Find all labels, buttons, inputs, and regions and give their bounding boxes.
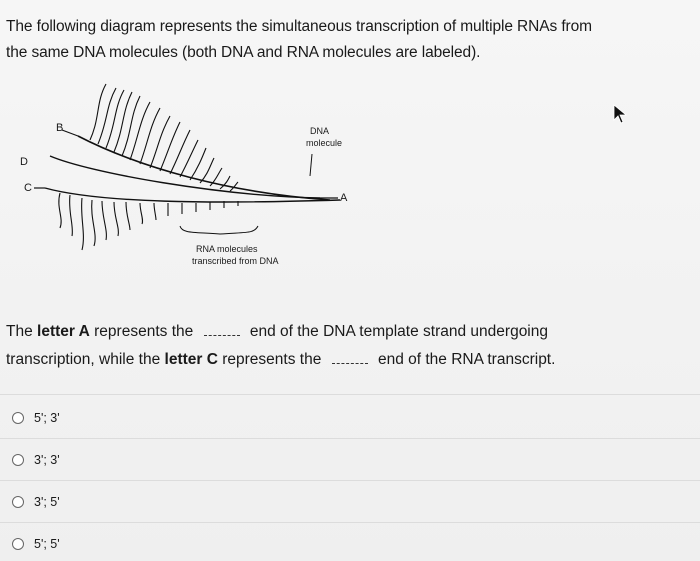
- answer-option-3[interactable]: 3'; 5': [12, 490, 60, 514]
- divider: [0, 394, 700, 395]
- divider: [0, 522, 700, 523]
- transcription-diagram: B D C A DNA molecule RNA molecules trans…: [20, 78, 400, 278]
- label-a: A: [340, 192, 348, 204]
- label-c: C: [24, 182, 32, 194]
- radio-button[interactable]: [12, 454, 24, 466]
- radio-button[interactable]: [12, 412, 24, 424]
- intro-line-2: the same DNA molecules (both DNA and RNA…: [6, 44, 481, 61]
- question-text: The letter A represents the end of the D…: [6, 318, 696, 374]
- question-letter-a: letter A: [37, 323, 90, 340]
- divider: [0, 438, 700, 439]
- answer-blank-2: [331, 351, 368, 364]
- label-d: D: [20, 156, 28, 168]
- radio-button[interactable]: [12, 496, 24, 508]
- rna-label-line-2: transcribed from DNA: [192, 256, 279, 266]
- question-letter-c: letter C: [164, 351, 218, 368]
- question-text-part: represents the: [89, 323, 198, 340]
- intro-line-1: The following diagram represents the sim…: [6, 18, 592, 35]
- question-text-part: end of the RNA transcript.: [373, 351, 556, 368]
- radio-button[interactable]: [12, 538, 24, 550]
- mouse-pointer-icon: [612, 104, 628, 129]
- question-text-part: represents the: [217, 351, 326, 368]
- diagram-drawing: [34, 83, 341, 251]
- option-label: 3'; 5': [34, 495, 60, 509]
- answer-option-4[interactable]: 5'; 5': [12, 532, 60, 556]
- label-b: B: [56, 122, 64, 134]
- dna-label-line-2: molecule: [306, 138, 343, 148]
- question-line-1: The letter A represents the end of the D…: [6, 318, 696, 346]
- divider: [0, 480, 700, 481]
- option-label: 3'; 3': [34, 453, 60, 467]
- question-text-part: The: [6, 323, 38, 340]
- question-intro: The following diagram represents the sim…: [6, 14, 696, 66]
- option-label: 5'; 3': [34, 411, 60, 425]
- answer-option-2[interactable]: 3'; 3': [12, 448, 60, 472]
- dna-label-line-1: DNA: [310, 126, 330, 136]
- question-line-2: transcription, while the letter C repres…: [6, 346, 696, 374]
- rna-label-line-1: RNA molecules: [196, 244, 258, 254]
- question-text-part: end of the DNA template strand undergoin…: [245, 323, 548, 340]
- answer-blank-1: [203, 323, 240, 336]
- answer-option-1[interactable]: 5'; 3': [12, 406, 60, 430]
- question-text-part: transcription, while the: [6, 351, 165, 368]
- option-label: 5'; 5': [34, 537, 60, 551]
